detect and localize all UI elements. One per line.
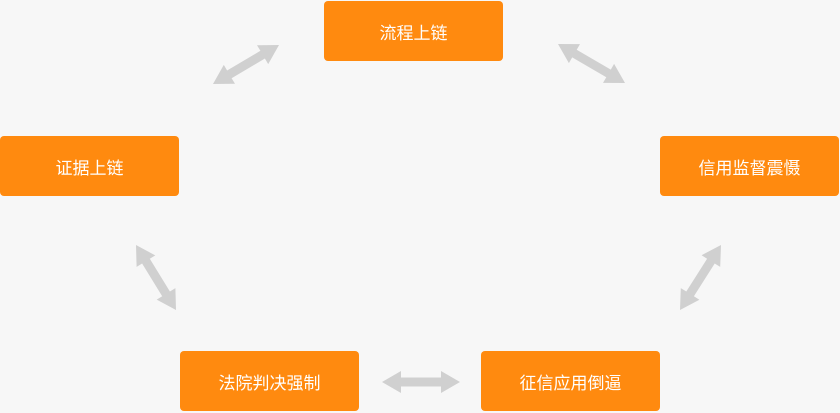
node-process-on-chain: 流程上链 [324,1,503,61]
node-credit-supervision: 信用监督震慑 [660,136,839,196]
arrow-process-to-credit-supervision [558,44,625,83]
arrow-credit-supervision-to-credit-application [680,245,721,310]
arrow-evidence-to-process [213,45,279,84]
node-credit-application: 征信应用倒逼 [481,351,660,411]
arrow-evidence-to-court [136,245,176,310]
node-court-judgment: 法院判决强制 [180,351,359,411]
node-label: 法院判决强制 [218,373,321,394]
node-label: 信用监督震慑 [698,158,801,179]
node-label: 流程上链 [379,23,448,44]
arrow-court-to-credit-application [382,371,460,393]
node-label: 证据上链 [55,158,124,179]
node-label: 征信应用倒逼 [519,373,622,394]
node-evidence-on-chain: 证据上链 [0,136,179,196]
